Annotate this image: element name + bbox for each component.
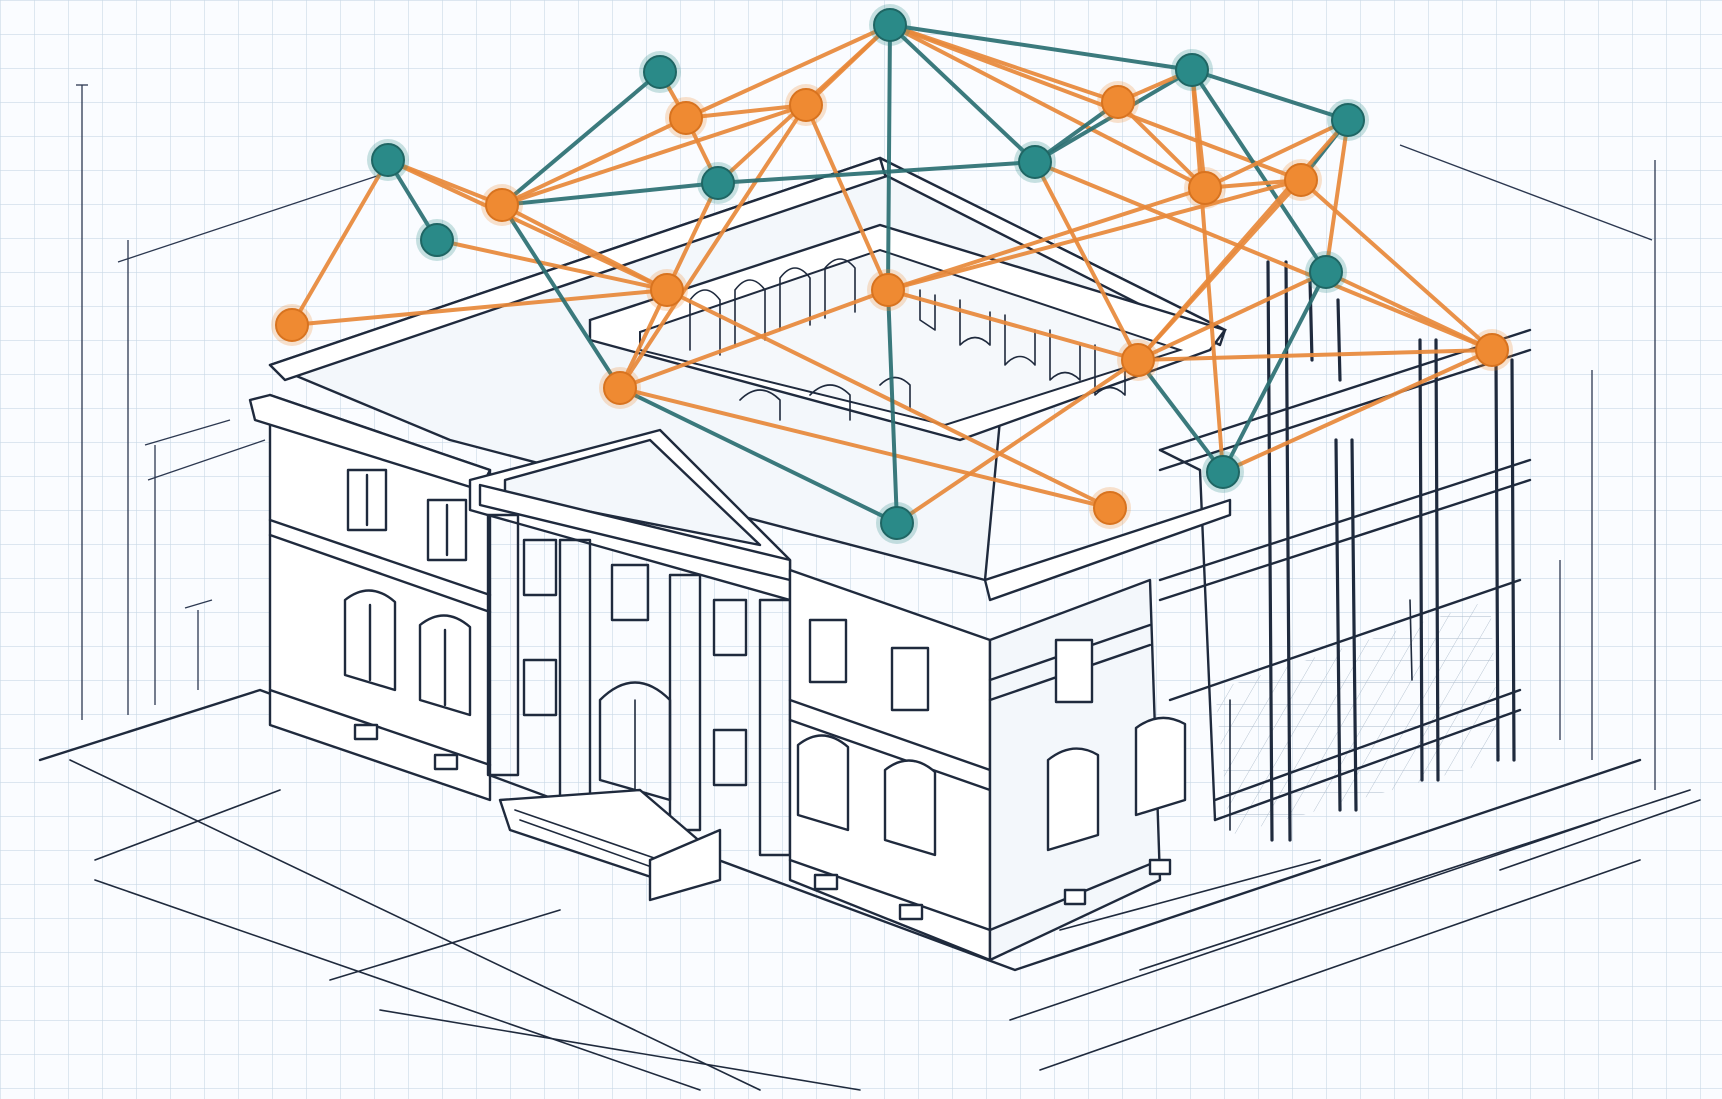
network-edge <box>618 386 1112 510</box>
network-edge <box>888 23 1194 72</box>
network-edge <box>290 288 669 327</box>
network-edge <box>1299 178 1494 352</box>
network-node-orange <box>669 101 703 135</box>
network-node-teal <box>1018 145 1052 179</box>
network-edge <box>1324 270 1494 352</box>
network-edge <box>684 103 808 120</box>
network-node-teal <box>880 506 914 540</box>
network-edge <box>1221 348 1494 474</box>
dimension-lines <box>76 84 1656 790</box>
network-edge <box>886 178 1303 292</box>
network-edge <box>500 116 688 207</box>
network-edge <box>1190 68 1225 474</box>
network-edge <box>888 23 1037 164</box>
network-edge <box>1136 348 1494 362</box>
network-node-teal <box>371 143 405 177</box>
network-node-orange <box>650 273 684 307</box>
network-edge <box>500 203 669 292</box>
ground-plane <box>38 688 1701 1091</box>
network-edge <box>886 288 899 525</box>
network-edge <box>500 70 662 207</box>
network-node-orange <box>275 308 309 342</box>
network-node-teal <box>1331 103 1365 137</box>
network-edge <box>1136 358 1225 474</box>
network-node-orange <box>1188 171 1222 205</box>
network-node-teal <box>1175 53 1209 87</box>
network-edge <box>1203 118 1350 190</box>
portico <box>468 428 792 902</box>
network-edge <box>1190 68 1350 122</box>
steel-frame-annex <box>1158 260 1532 842</box>
network-edge <box>1324 118 1350 274</box>
neoclassical-building <box>248 156 1232 962</box>
network-edge <box>1136 118 1350 362</box>
network-edge <box>618 103 808 390</box>
network-edge <box>618 386 899 525</box>
network-edge <box>290 158 390 327</box>
network-edge <box>665 288 1112 510</box>
network-edge <box>895 358 1140 525</box>
network-edge <box>386 158 669 292</box>
network-edge <box>1190 68 1328 274</box>
network-node-teal <box>1206 455 1240 489</box>
network-edge <box>665 181 720 292</box>
network-edge <box>888 23 1207 190</box>
network-edge <box>888 23 1303 182</box>
network-node-teal <box>873 8 907 42</box>
network-edge <box>500 203 622 390</box>
network-edge <box>1033 160 1494 352</box>
network-edge <box>618 288 890 390</box>
network-node-teal <box>643 55 677 89</box>
network-node-teal <box>1309 255 1343 289</box>
network-node-teal <box>420 223 454 257</box>
network-edges <box>290 23 1494 525</box>
network-edge <box>1136 270 1328 362</box>
network-edge <box>386 158 504 207</box>
network-node-orange <box>485 188 519 222</box>
network-nodes <box>271 4 1513 544</box>
network-node-orange <box>789 88 823 122</box>
network-edge <box>500 103 808 207</box>
network-edge <box>1116 100 1207 190</box>
network-edge <box>500 181 720 207</box>
network-edge <box>1221 270 1328 474</box>
network-node-orange <box>1093 491 1127 525</box>
network-node-orange <box>871 273 905 307</box>
network-edge <box>684 23 892 120</box>
network-edge <box>716 160 1037 185</box>
network-edge <box>886 186 1207 292</box>
network-edge <box>618 288 669 390</box>
network-node-orange <box>1475 333 1509 367</box>
network-edge <box>886 288 1140 362</box>
network-edge <box>435 238 669 292</box>
network-node-orange <box>1121 343 1155 377</box>
network-node-orange <box>1101 85 1135 119</box>
network-node-orange <box>603 371 637 405</box>
network-node-orange <box>1284 163 1318 197</box>
network-edge <box>886 23 892 292</box>
network-edge <box>804 103 890 292</box>
network-edge <box>1033 160 1140 362</box>
network-node-teal <box>701 166 735 200</box>
